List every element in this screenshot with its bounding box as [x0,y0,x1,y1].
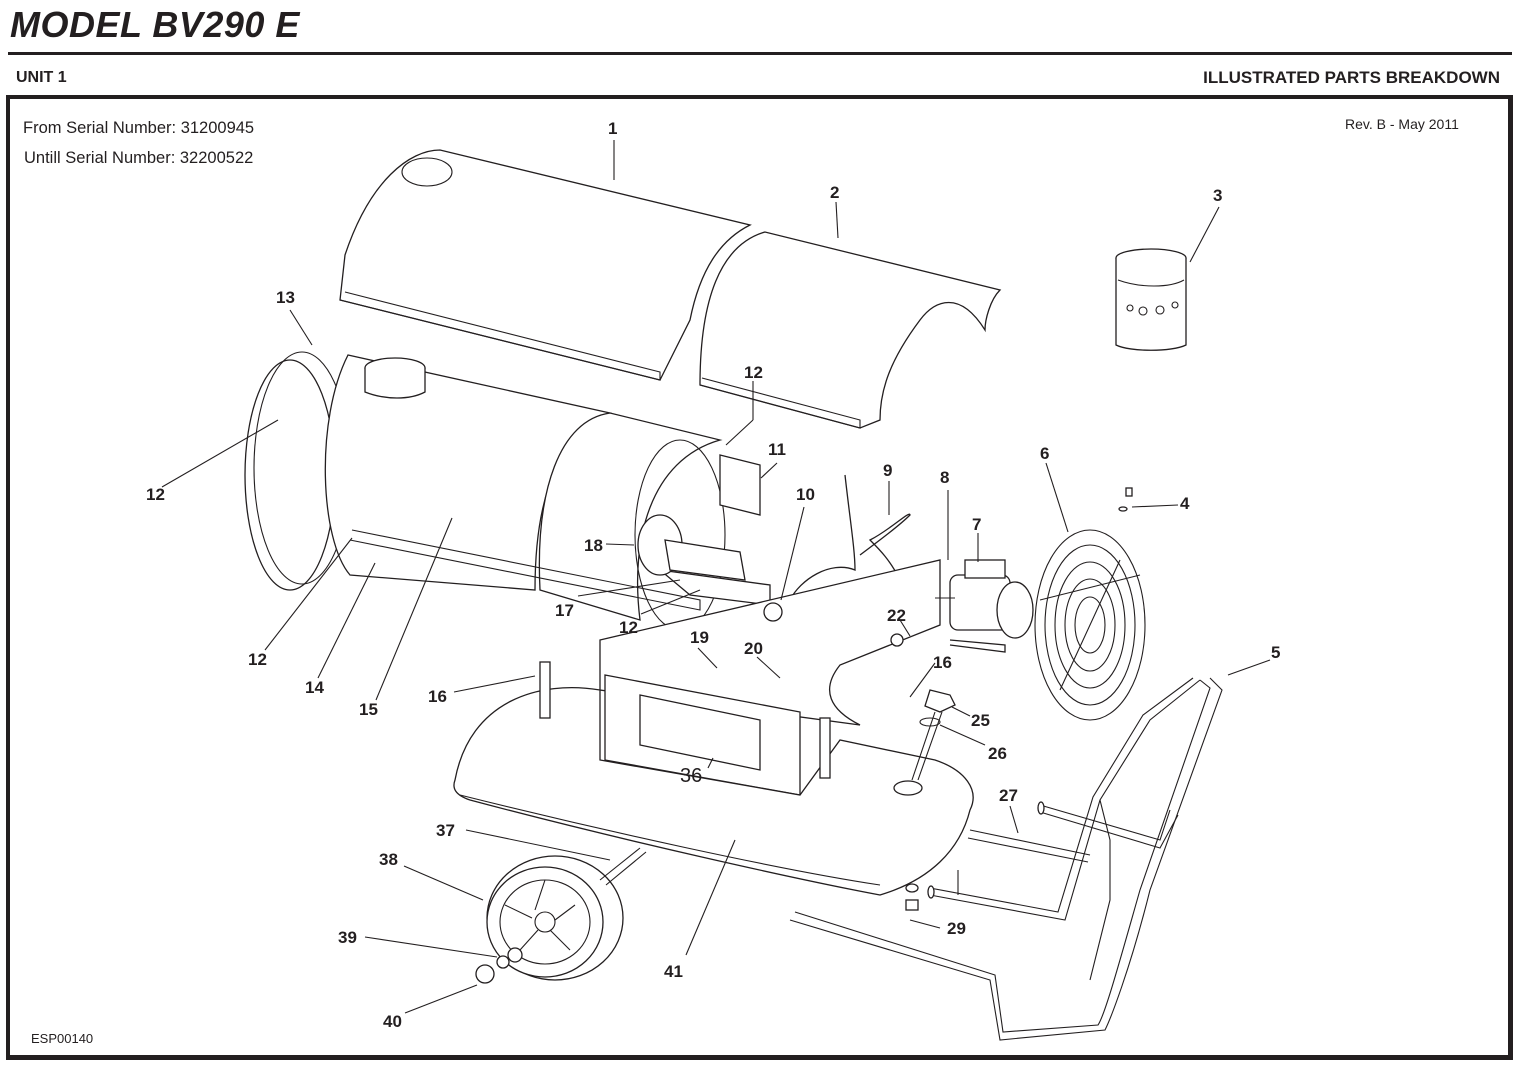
callout-14: 14 [305,678,324,697]
model-title: MODEL BV290 E [10,4,300,45]
callout-16b: 16 [933,653,952,672]
callout-12a: 12 [744,363,763,382]
until-serial-number: Untill Serial Number: 32200522 [24,149,254,167]
callout-41: 41 [664,962,683,981]
unit-label: UNIT 1 [16,69,67,86]
part-drain-plug[interactable] [905,870,959,911]
revision-label: Rev. B - May 2011 [1345,116,1459,132]
part-fuel-tank[interactable] [453,687,974,896]
part-wheel[interactable] [475,847,647,984]
callout-25: 25 [971,711,990,730]
from-serial-number: From Serial Number: 31200945 [23,119,255,137]
callout-11: 11 [768,440,786,459]
part-base-chassis[interactable] [599,559,941,726]
callout-39: 39 [338,928,357,947]
callout-10: 10 [796,485,815,504]
callout-8: 8 [940,468,949,487]
callout-12d: 12 [619,618,638,637]
diagram-frame [6,95,1513,1060]
part-top-cover-rear[interactable] [339,149,752,381]
callout-40: 40 [383,1012,402,1031]
callout-29: 29 [947,919,966,938]
callout-5: 5 [1271,643,1280,662]
callout-18: 18 [584,536,603,555]
part-control-panel-bracket[interactable] [604,674,801,796]
callout-13: 13 [276,288,295,307]
callout-22: 22 [887,606,906,625]
callout-19: 19 [690,628,709,647]
callout-38: 38 [379,850,398,869]
callout-9: 9 [883,461,892,480]
callout-12b: 12 [146,485,165,504]
document-id: ESP00140 [31,1031,94,1046]
callout-16a: 16 [428,687,447,706]
part-top-cover-front[interactable] [699,231,1002,429]
callout-12c: 12 [248,650,267,669]
callout-4: 4 [1180,494,1190,513]
part-guard-screw[interactable] [1118,487,1133,512]
callout-36: 36 [680,765,702,787]
callout-37: 37 [436,821,455,840]
callout-2: 2 [830,183,839,202]
callout-26: 26 [988,744,1007,763]
part-handle-frame[interactable] [789,677,1223,1041]
part-combustion-chamber[interactable] [324,354,726,631]
part-chimney-nozzle[interactable] [1115,248,1187,351]
callout-1: 1 [608,119,617,138]
leader-lines [161,140,1271,1014]
section-title: ILLUSTRATED PARTS BREAKDOWN [1203,68,1500,87]
callout-3: 3 [1213,186,1222,205]
callout-27: 27 [999,786,1018,805]
part-fuel-cap-gauge[interactable] [911,689,956,781]
callout-6: 6 [1040,444,1049,463]
part-motor[interactable] [935,559,1034,653]
callout-15: 15 [359,700,378,719]
callout-20: 20 [744,639,763,658]
callout-7: 7 [972,515,981,534]
header-rule [8,52,1512,55]
part-support-legs[interactable] [539,661,831,779]
part-fan-guard[interactable] [1034,529,1146,721]
callout-17: 17 [555,601,574,620]
